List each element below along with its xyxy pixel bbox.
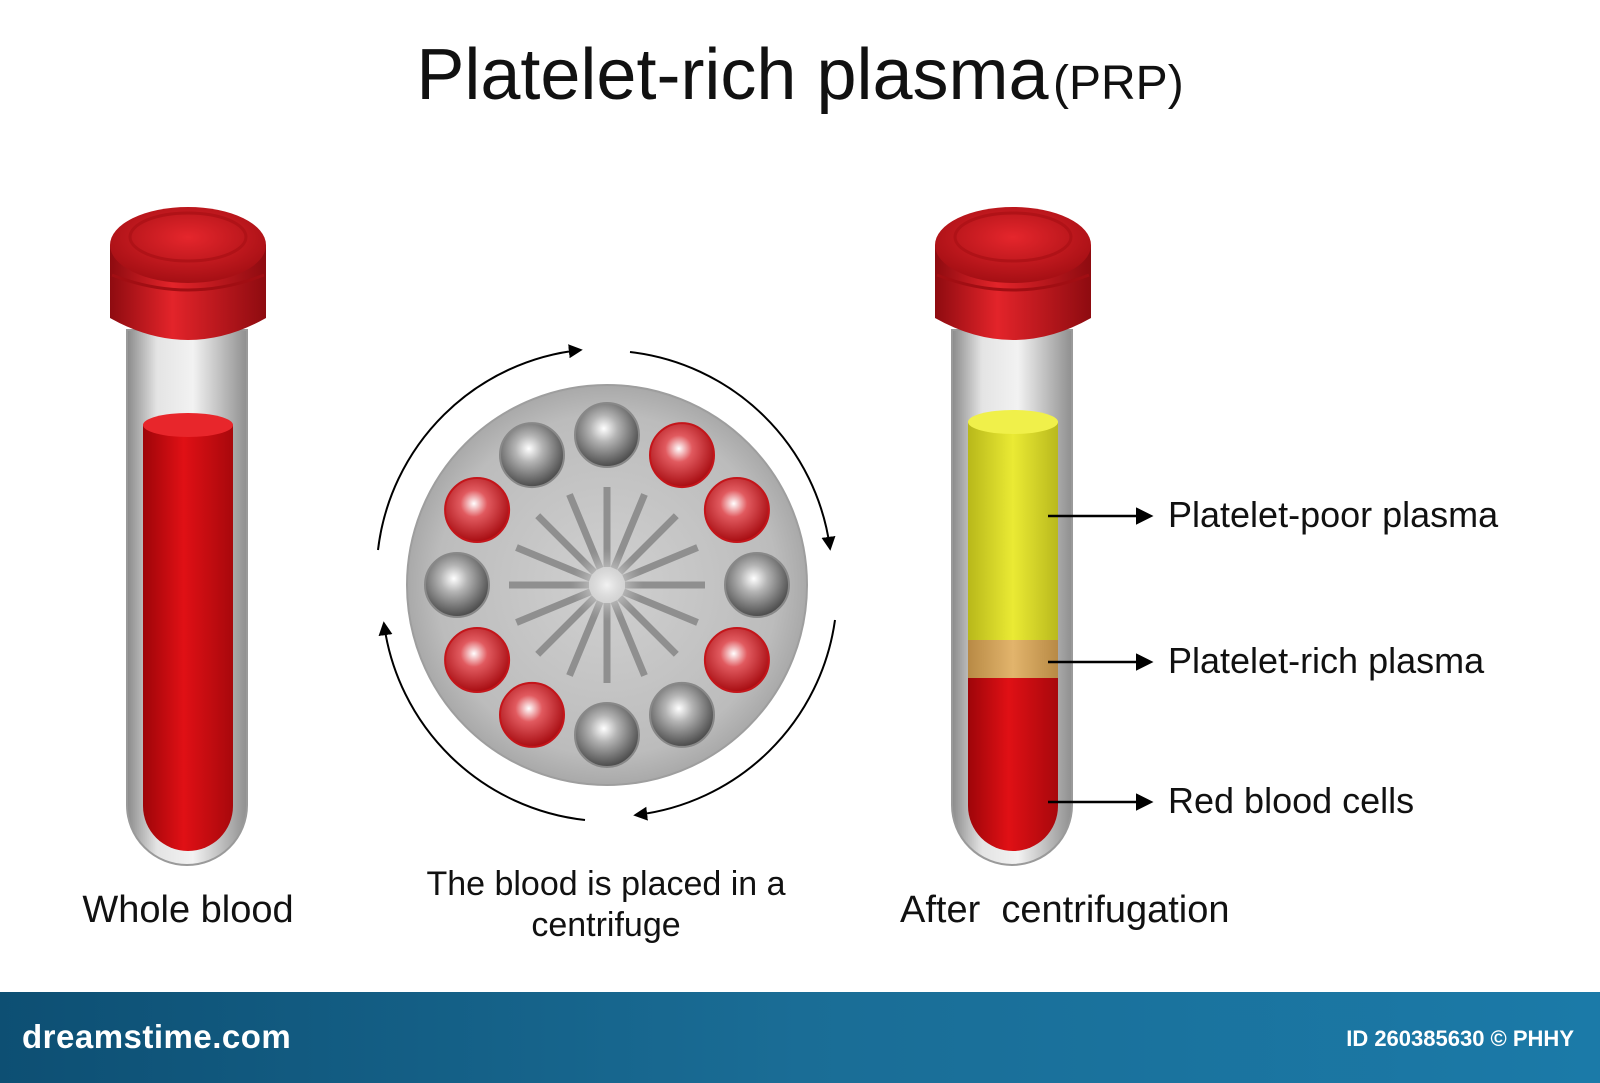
label-platelet-rich-plasma: Platelet-rich plasma — [1168, 640, 1485, 681]
caption-whole-blood: Whole blood — [82, 889, 294, 931]
centrifuge-slot-gray — [574, 402, 640, 468]
tube-cap-icon — [110, 207, 266, 340]
centrifuge-slot-gray — [424, 552, 490, 618]
caption-centrifuge-line1: The blood is placed in a — [426, 865, 786, 903]
centrifuge-slot-gray — [724, 552, 790, 618]
centrifuge-slot-red — [649, 422, 715, 489]
footer-bar: dreamstime.com ID 260385630 © PHHY — [0, 992, 1600, 1083]
centrifuge-slot-red — [703, 477, 770, 543]
centrifuge-slot-red — [703, 627, 770, 693]
centrifuge — [377, 344, 836, 821]
separated-tube — [935, 207, 1154, 866]
diagram-title: Platelet-rich plasma (PRP) — [0, 34, 1600, 116]
rotation-arrow-top-left — [377, 344, 583, 551]
footer-brand: dreamstime.com — [22, 1018, 292, 1055]
rotation-arrow-bottom-left — [378, 621, 586, 821]
rotation-arrow-bottom-right — [633, 619, 836, 821]
centrifuge-slot-red — [444, 627, 511, 693]
whole-blood-fill — [143, 413, 233, 851]
title-main: Platelet-rich plasma — [416, 35, 1049, 115]
layer-red-blood-cells — [968, 678, 1058, 851]
centrifuge-slot-gray — [649, 681, 715, 748]
caption-centrifuge: The blood is placed in a centrifuge — [400, 864, 812, 946]
centrifuge-slot-red — [499, 681, 565, 748]
layer-platelet-poor-plasma — [968, 410, 1058, 640]
rotor-hub — [571, 549, 643, 621]
footer-image-id: ID 260385630 © PHHY — [1346, 1026, 1574, 1051]
title-abbreviation: (PRP) — [1053, 57, 1184, 110]
centrifuge-slot-red — [444, 477, 511, 543]
label-platelet-poor-plasma: Platelet-poor plasma — [1168, 494, 1499, 535]
caption-centrifuge-line2: centrifuge — [531, 905, 681, 944]
whole-blood-tube — [110, 207, 266, 866]
label-red-blood-cells: Red blood cells — [1168, 780, 1415, 821]
tube-cap-icon — [935, 207, 1091, 340]
rotation-arrow-top-right — [629, 351, 836, 551]
centrifuge-slot-gray — [574, 702, 640, 768]
diagram-graphics — [110, 207, 1154, 866]
centrifuge-slot-gray — [499, 422, 565, 489]
layer-platelet-rich-plasma — [968, 640, 1058, 678]
centrifuge-slots — [424, 402, 790, 768]
caption-after-centrifugation: After centrifugation — [900, 889, 1230, 931]
